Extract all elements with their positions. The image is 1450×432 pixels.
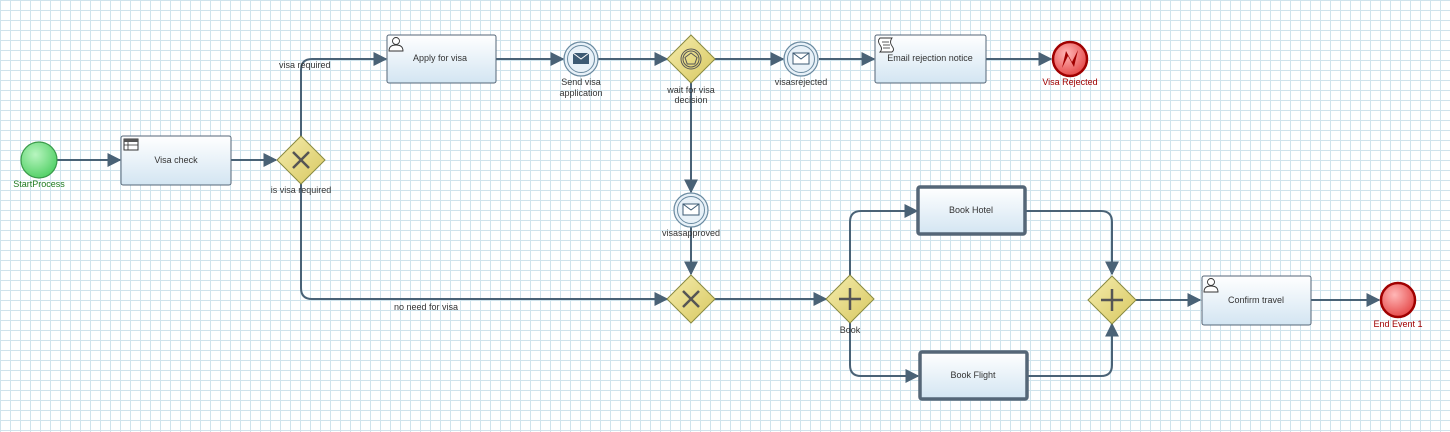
task-apply-for-visa[interactable]: Apply for visa (386, 34, 497, 84)
flow-flight-to-join[interactable] (1028, 322, 1119, 377)
event-send-visa-label-1: Send visa (561, 77, 601, 87)
exclusive-x-icon (292, 151, 310, 169)
gateway-merge[interactable] (666, 274, 716, 324)
flow-book-to-hotel[interactable] (849, 204, 919, 275)
flow-visa-required[interactable] (300, 52, 388, 136)
message-catch-icon (792, 52, 810, 65)
gateway-is-visa-required-label: is visa required (271, 185, 332, 195)
end-event-visa-rejected[interactable]: Visa Rejected (1042, 40, 1098, 87)
message-catch-icon (682, 203, 700, 216)
task-book-hotel[interactable]: Book Hotel (916, 185, 1027, 236)
gateway-join[interactable] (1087, 275, 1137, 325)
event-visas-approved-label: visasapproved (662, 228, 720, 238)
end-event-1[interactable]: End Event 1 (1373, 281, 1423, 329)
event-based-pentagon-icon (680, 48, 702, 70)
task-apply-for-visa-label: Apply for visa (413, 53, 467, 63)
gateway-book-label: Book (840, 325, 861, 335)
task-email-rejection-label: Email rejection notice (887, 53, 973, 63)
task-visa-check[interactable]: Visa check (120, 135, 232, 186)
gateway-is-visa-required[interactable]: is visa required (271, 135, 332, 195)
event-visas-rejected[interactable]: visasrejected (775, 41, 828, 87)
business-rule-icon (123, 138, 139, 151)
task-book-flight[interactable]: Book Flight (918, 350, 1029, 401)
task-visa-check-label: Visa check (154, 155, 198, 165)
user-task-icon (1203, 278, 1219, 293)
start-event-circle[interactable] (20, 141, 58, 179)
gateway-book[interactable]: Book (825, 274, 875, 335)
event-visas-rejected-label: visasrejected (775, 77, 828, 87)
task-confirm-travel-label: Confirm travel (1228, 295, 1284, 305)
sequence-flows (57, 52, 1381, 383)
script-task-icon (878, 37, 894, 53)
event-send-visa-application[interactable]: Send visa application (559, 41, 603, 98)
end-event-1-label: End Event 1 (1373, 319, 1422, 329)
event-visas-approved[interactable]: visasapproved (662, 192, 720, 238)
gateway-wait-label-2: decision (674, 95, 707, 105)
flow-book-to-flight[interactable] (849, 323, 920, 383)
start-event[interactable]: StartProcess (13, 141, 65, 189)
event-send-visa-label-2: application (559, 88, 602, 98)
error-lightning-icon (1062, 50, 1078, 68)
task-email-rejection-notice[interactable]: Email rejection notice (874, 34, 987, 84)
gateway-wait-for-visa-decision[interactable]: wait for visa decision (666, 34, 716, 105)
task-book-flight-label: Book Flight (950, 370, 996, 380)
end-event-visa-rejected-label: Visa Rejected (1042, 77, 1097, 87)
gateway-wait-label-1: wait for visa (666, 85, 715, 95)
parallel-plus-icon (1101, 289, 1123, 311)
flow-hotel-to-join[interactable] (1025, 210, 1119, 276)
user-task-icon (388, 37, 404, 52)
flow-label-visa-required: visa required (279, 60, 331, 70)
flow-no-need-for-visa[interactable] (300, 184, 669, 306)
message-throw-icon (572, 52, 590, 64)
flow-label-no-need: no need for visa (394, 302, 458, 312)
start-event-label: StartProcess (13, 179, 65, 189)
task-book-hotel-label: Book Hotel (949, 205, 993, 215)
exclusive-x-icon (682, 290, 700, 308)
parallel-plus-icon (839, 288, 861, 310)
task-confirm-travel[interactable]: Confirm travel (1201, 275, 1312, 326)
